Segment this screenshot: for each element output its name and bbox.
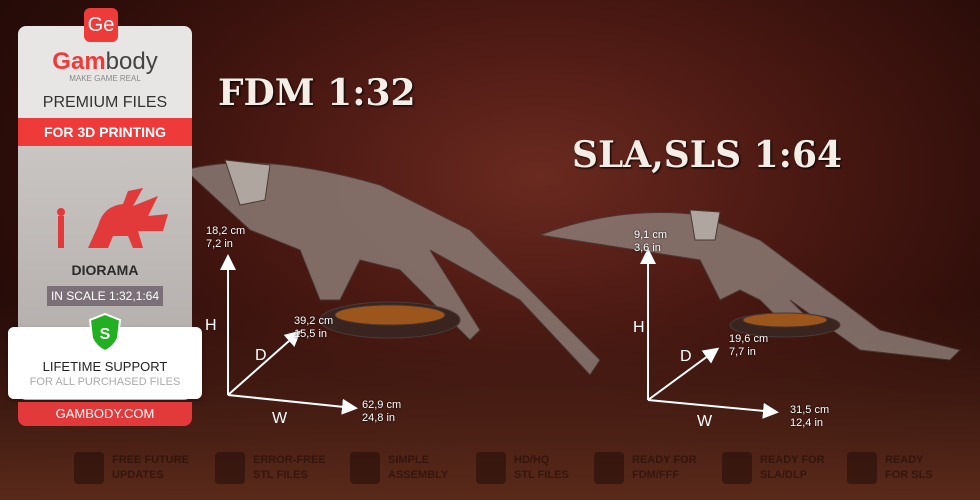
fdm-d-letter: D xyxy=(255,347,267,364)
sla-axes xyxy=(640,248,779,419)
category-label: DIORAMA xyxy=(71,262,139,278)
category-area xyxy=(18,146,192,356)
brand-logo: Gambody xyxy=(52,48,158,75)
sla-printer-icon xyxy=(722,452,752,484)
sync-icon xyxy=(74,452,104,484)
support-subtitle: FOR ALL PURCHASED FILES xyxy=(29,376,181,388)
fdm-depth-arrow xyxy=(227,330,301,396)
sla-h-letter: H xyxy=(633,319,645,336)
sla-w-letter: W xyxy=(697,413,713,430)
sla-d-letter: D xyxy=(680,348,692,365)
fdm-scale-title: FDM 1:32 xyxy=(218,72,416,114)
fdm-printer-icon xyxy=(594,452,624,484)
premium-files-heading: PREMIUM FILES xyxy=(42,94,168,111)
shield-icon: S xyxy=(88,312,122,352)
bust-icon xyxy=(476,452,506,484)
sla-scale-title: SLA,SLS 1:64 xyxy=(572,134,843,176)
for-3d-printing-banner: FOR 3D PRINTING xyxy=(18,118,192,146)
dragon-silhouette-icon xyxy=(57,188,168,248)
scale-badge: IN SCALE 1:32,1:64 xyxy=(47,286,163,306)
sla-depth-arrow xyxy=(647,347,720,401)
puzzle-icon xyxy=(350,452,380,484)
gambody-logo-badge: Ge xyxy=(84,8,118,42)
tagline: MAKE GAME REAL xyxy=(69,74,141,83)
file-check-icon xyxy=(215,452,245,484)
sla-width-arrow xyxy=(647,399,779,419)
fdm-axes xyxy=(220,254,358,415)
fdm-w-letter: W xyxy=(272,410,288,427)
support-title: LIFETIME SUPPORT xyxy=(42,359,168,374)
sls-printer-icon xyxy=(847,452,877,484)
svg-text:S: S xyxy=(100,326,111,343)
fdm-h-letter: H xyxy=(205,317,217,334)
website-link[interactable]: GAMBODY.COM xyxy=(18,402,192,426)
large-dragon-model xyxy=(183,159,601,376)
fdm-width-arrow xyxy=(227,394,358,415)
